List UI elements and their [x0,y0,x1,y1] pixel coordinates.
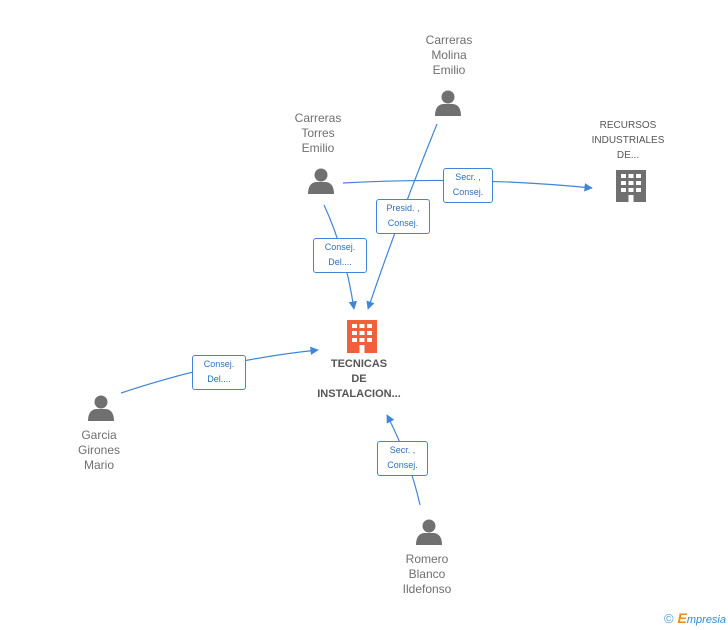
relation-label-molina-center: Presid. , Consej. [376,199,430,234]
brand-footer: ©Empresia [664,610,726,626]
person-icon-torres[interactable] [308,168,334,195]
person-label-torres[interactable]: Carreras Torres Emilio [294,111,342,155]
center-company-label[interactable]: TECNICAS DE INSTALACION... [317,358,401,400]
person-icon-romero[interactable] [416,519,442,546]
relation-label-garcia-center: Consej. Del.... [192,355,246,390]
person-icon-molina[interactable] [435,90,461,117]
person-label-molina[interactable]: Carreras Molina Emilio [425,33,473,77]
person-label-romero[interactable]: Romero Blanco Ildefonso [402,552,452,596]
relation-label-romero-center: Secr. , Consej. [377,441,428,476]
brand-logo-text: mpresia [686,614,726,626]
person-label-garcia[interactable]: Garcia Girones Mario [77,428,121,472]
building-icon-recursos[interactable] [616,170,646,202]
relation-label-torres-center: Consej. Del.... [313,238,367,273]
relation-label-torres-recursos: Secr. , Consej. [443,168,493,203]
person-icon-garcia[interactable] [88,395,114,422]
company-label-recursos[interactable]: RECURSOS INDUSTRIALES DE... [591,120,665,161]
brand-logo-initial: E [677,610,687,626]
building-icon-center[interactable] [347,320,377,353]
copyright-icon: © [663,611,674,626]
